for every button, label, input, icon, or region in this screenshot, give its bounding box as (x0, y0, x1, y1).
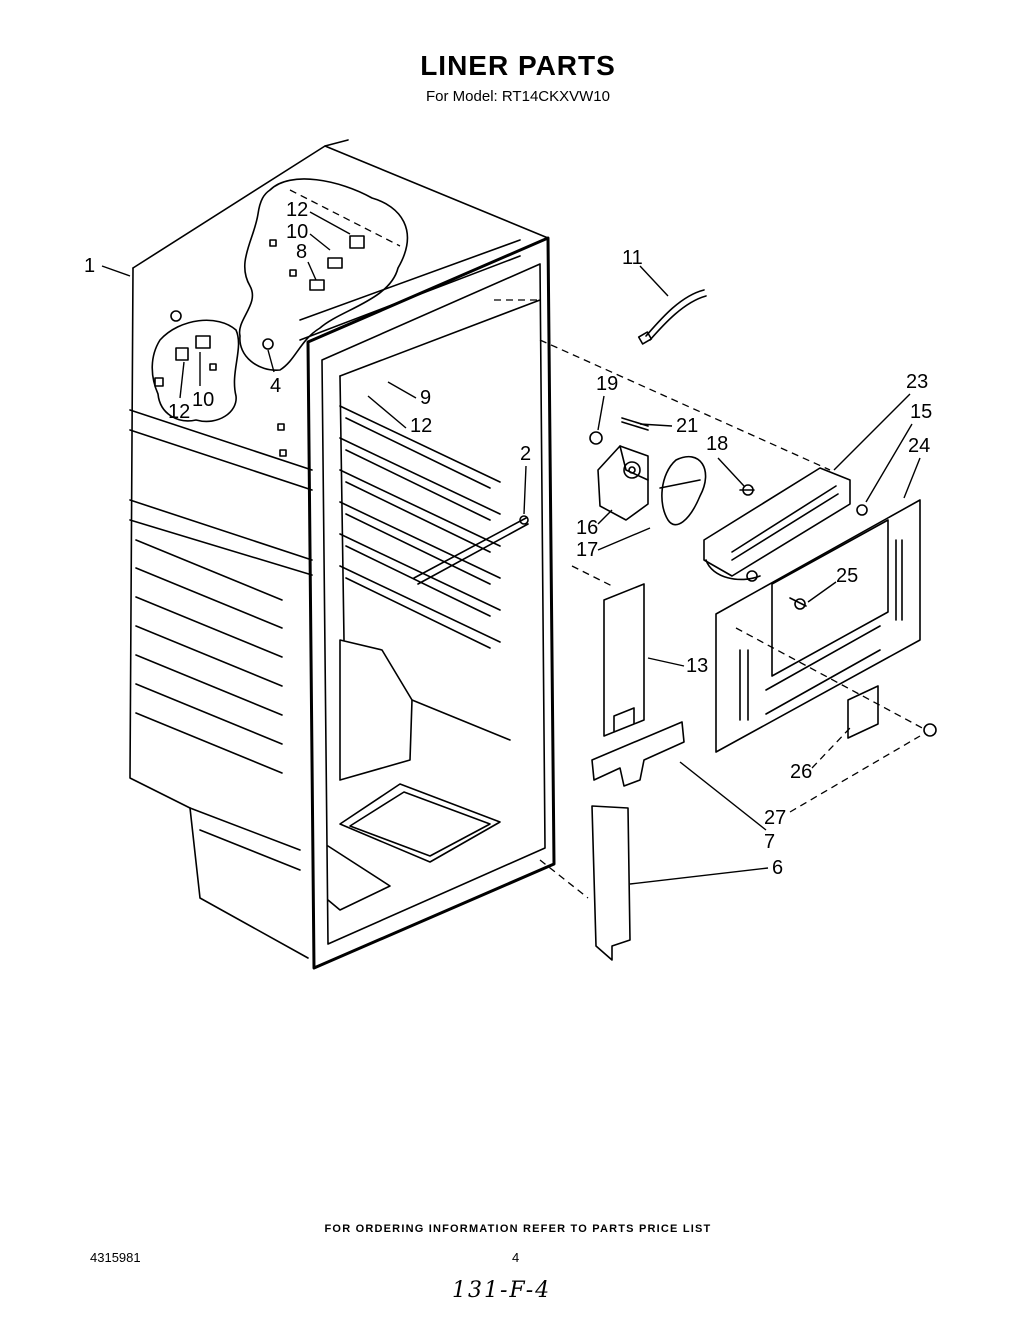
callout-21: 21 (676, 415, 698, 437)
callout-16: 16 (576, 517, 598, 539)
handwritten-note: 131-F-4 (452, 1278, 552, 1303)
tube-part-11 (645, 289, 707, 341)
callout-27: 27 (764, 807, 786, 829)
callout-12-inner: 12 (410, 415, 432, 437)
callout-24: 24 (908, 435, 930, 457)
callout-8: 8 (296, 241, 307, 263)
callout-18: 18 (706, 433, 728, 455)
callouts: 1 12 10 8 12 10 4 9 12 2 11 19 21 18 16 … (84, 199, 932, 885)
callout-2: 2 (520, 443, 531, 465)
baffle-part-7 (591, 721, 685, 787)
callout-11: 11 (622, 247, 643, 269)
ordering-notice: FOR ORDERING INFORMATION REFER TO PARTS … (324, 1223, 712, 1235)
duct-cover-part-13 (603, 583, 645, 737)
callout-23: 23 (906, 371, 928, 393)
callout-26: 26 (790, 761, 812, 783)
callout-25: 25 (836, 565, 858, 587)
fan-motor-assembly (589, 417, 707, 526)
callout-10-left: 10 (192, 389, 214, 411)
page-number: 4 (512, 1250, 520, 1265)
duct-part-6 (591, 805, 631, 961)
callout-17: 17 (576, 539, 598, 561)
callout-9: 9 (420, 387, 431, 409)
callout-7: 7 (764, 831, 775, 853)
callout-10-top: 10 (286, 221, 308, 243)
callout-13: 13 (686, 655, 708, 677)
callout-12-top: 12 (286, 199, 308, 221)
callout-12-left: 12 (168, 401, 190, 423)
document-number: 4315981 (90, 1250, 141, 1265)
page-title: LINER PARTS (420, 50, 616, 81)
rear-panel-part-24 (715, 499, 937, 753)
callout-1: 1 (84, 255, 95, 277)
callout-4: 4 (270, 375, 281, 397)
model-subtitle: For Model: RT14CKXVW10 (426, 88, 610, 105)
fan-housing-part-23 (703, 467, 868, 582)
callout-6: 6 (772, 857, 783, 879)
callout-19: 19 (596, 373, 618, 395)
cabinet-liner (129, 139, 831, 970)
callout-15: 15 (910, 401, 932, 423)
